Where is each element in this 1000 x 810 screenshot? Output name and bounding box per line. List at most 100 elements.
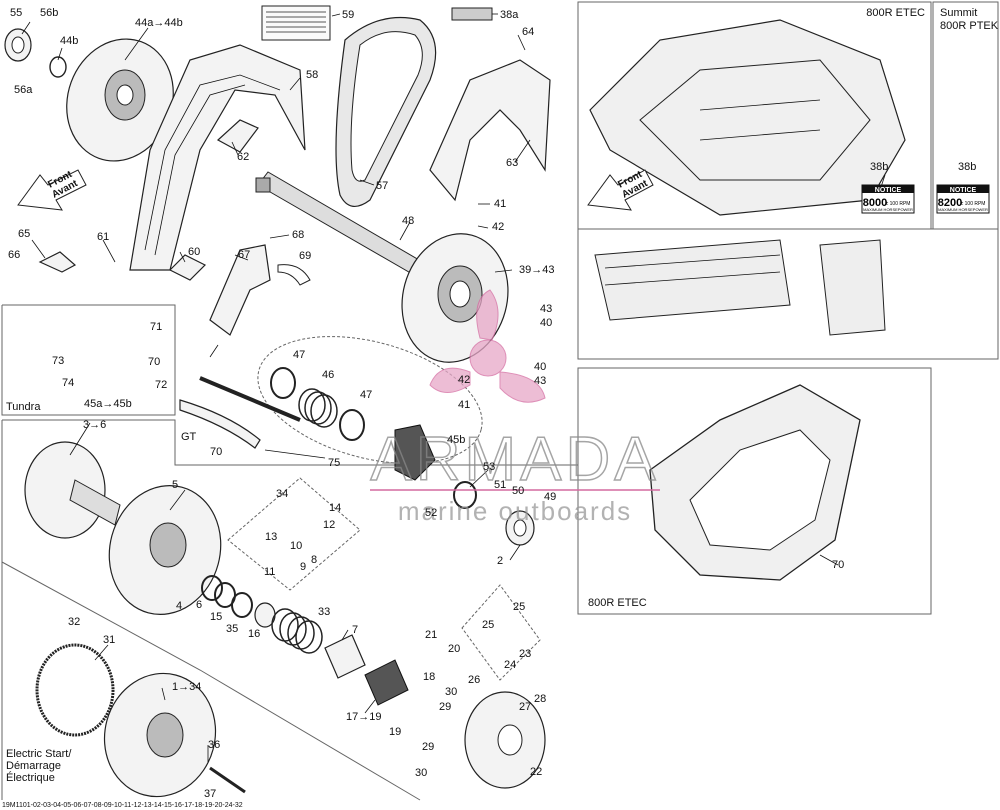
callout-29: 47 (293, 349, 305, 361)
callout-27: 43 (534, 375, 546, 387)
callout-39: 72 (155, 379, 167, 391)
callout-32: GT (181, 431, 197, 443)
callout-62: 11 (264, 566, 275, 578)
callout-52: 15 (210, 611, 222, 623)
part-47-ring-a (270, 367, 296, 399)
callout-24: 40 (540, 317, 552, 329)
callout-81: 30 (415, 767, 427, 779)
callout-78: 23 (519, 648, 531, 660)
callout-68: 19 (389, 726, 401, 738)
callout-54: 16 (248, 628, 260, 640)
callout-79: 22 (530, 766, 542, 778)
callout-25: 40 (534, 361, 546, 373)
part-4-washer (201, 575, 223, 601)
callout-41: 45b (447, 434, 465, 446)
subgroup-23-25 (461, 584, 541, 681)
callout-26: 42 (458, 374, 470, 386)
callout-20: 42 (492, 221, 504, 233)
part-62-bracket (216, 119, 259, 153)
callout-1: 56b (40, 7, 58, 19)
panel-tundra (1, 304, 176, 416)
watermark-logo (429, 289, 546, 403)
callout-31: 47 (360, 389, 372, 401)
front-arrow-right (587, 169, 654, 211)
part-31-ring-gear (35, 643, 115, 737)
callout-45: 50 (512, 485, 524, 497)
callout-55: 33 (318, 606, 330, 618)
notice-tolerance: ± 100 RPM (961, 201, 986, 207)
part-17-spider (364, 659, 409, 706)
callout-23: 43 (540, 303, 552, 315)
part-2-fixed-sheave (24, 441, 121, 539)
callout-89: 70 (832, 559, 844, 571)
leader-lines (21, 13, 886, 762)
callout-4: 44b (60, 35, 78, 47)
callout-76: 25 (482, 619, 494, 631)
electric-start-line1: Electric Start/ (6, 748, 72, 760)
callout-7: 58 (306, 69, 318, 81)
callout-6: 38a (500, 9, 519, 21)
callout-57: 34 (276, 488, 288, 500)
callout-46: 49 (544, 491, 556, 503)
callout-15: 66 (8, 249, 20, 261)
callout-13: 60 (188, 246, 200, 258)
panel-chassis-detail (577, 228, 999, 360)
callout-87: 38b (870, 161, 888, 173)
part-53-washer (453, 481, 477, 509)
callout-84: 31 (103, 634, 115, 646)
callout-10: 63 (506, 157, 518, 169)
panel-title-summit-line2: 800R PTEK (940, 20, 999, 32)
part-46-spring (298, 388, 338, 428)
callout-64: 8 (311, 554, 317, 566)
electric-start-line3: Électrique (6, 771, 55, 784)
part-59-label (261, 5, 331, 41)
part-70-guard-large (649, 384, 861, 581)
callout-58: 14 (329, 502, 341, 514)
chassis-detail-illustration (594, 239, 886, 336)
callout-53: 35 (226, 623, 238, 635)
callout-88: 38b (958, 161, 976, 173)
part-3-movable-sheave (108, 485, 222, 615)
callout-73: 27 (519, 701, 531, 713)
watermark-tagline: marine outboards (398, 496, 632, 526)
notice-subtitle: MAXIMUM HORSEPOWER (938, 207, 988, 212)
part-44a-disk (66, 38, 174, 162)
callout-11: 62 (237, 151, 249, 163)
callout-28: 41 (458, 399, 470, 411)
chassis-illustration (589, 19, 906, 216)
part-22-governor-cup (464, 691, 546, 789)
callout-40: 45a→45b (84, 398, 132, 410)
callout-86: 37 (204, 788, 216, 800)
callout-51: 6 (196, 599, 202, 611)
front-arrow-left (17, 169, 87, 211)
callout-80: 29 (422, 741, 434, 753)
part-55-seal (4, 28, 32, 62)
notice-title: NOTICE (950, 187, 977, 194)
notice-subtitle: MAXIMUM HORSEPOWER (863, 207, 913, 212)
part-44b-ring (49, 56, 67, 78)
callout-66: 20 (448, 643, 460, 655)
part-65-lever (38, 251, 77, 273)
notice-rpm: 8000 (863, 197, 887, 209)
callout-3: 44a→44b (135, 17, 183, 29)
callout-83: 32 (68, 616, 80, 628)
panel-electric-start-divider (1, 561, 421, 801)
callout-42: 53 (483, 461, 495, 473)
callout-34: 75 (328, 457, 340, 469)
callout-0: 55 (10, 7, 22, 19)
callout-37: 70 (148, 356, 160, 368)
panel-title-tundra: Tundra (6, 401, 41, 413)
callout-72: 26 (468, 674, 480, 686)
callout-77: 24 (504, 659, 516, 671)
callout-19: 41 (494, 198, 506, 210)
callout-56: 7 (352, 624, 358, 636)
callout-12: 61 (97, 231, 109, 243)
callout-75: 25 (513, 601, 525, 613)
part-70-tie (199, 376, 301, 422)
callout-65: 21 (425, 629, 437, 641)
part-67-plate (209, 244, 271, 336)
part-45-arm (394, 424, 436, 481)
callout-67: 17→19 (346, 711, 381, 723)
